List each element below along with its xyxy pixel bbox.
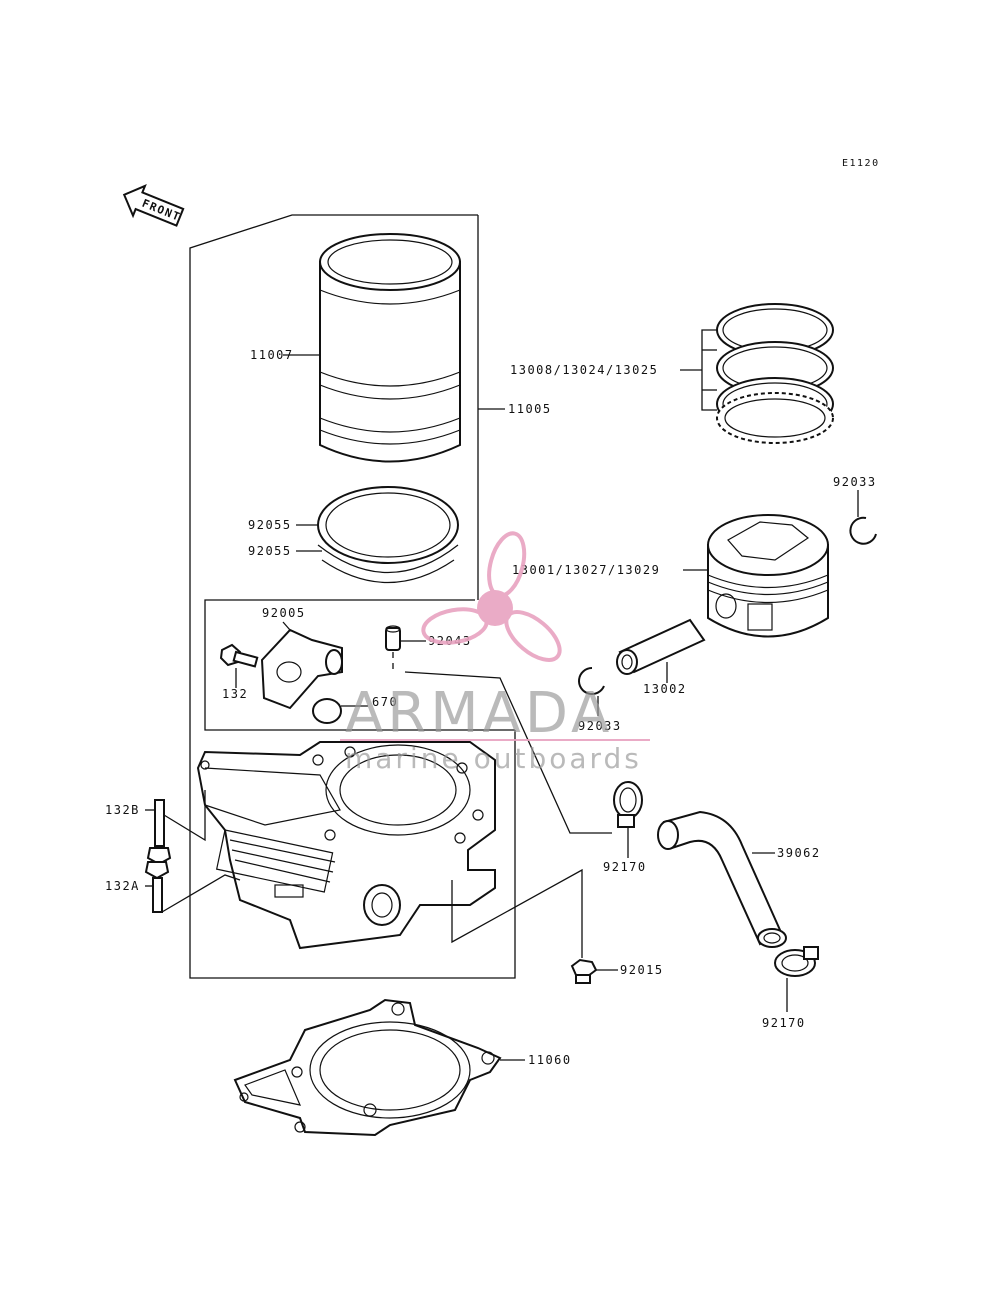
- label-92170-a: 92170: [603, 860, 647, 874]
- label-11060: 11060: [528, 1053, 572, 1067]
- piston-pin-part: [616, 618, 706, 675]
- circlip-part: [849, 516, 877, 545]
- label-92055-a: 92055: [248, 518, 292, 532]
- label-11007: 11007: [250, 348, 294, 362]
- hose-clamp-part-2: [774, 946, 819, 977]
- diagram-code: E1120: [842, 158, 880, 169]
- propeller-logo-icon: [421, 531, 562, 662]
- label-13002: 13002: [643, 682, 687, 696]
- label-11005: 11005: [508, 402, 552, 416]
- label-132a: 132A: [105, 879, 140, 893]
- watermark-tagline: marine outboards: [345, 742, 642, 775]
- piston-part: [707, 514, 829, 638]
- circlip-part-2: [578, 667, 605, 695]
- water-outlet-frame: [204, 599, 515, 731]
- label-13001: 13001/13027/13029: [512, 563, 660, 577]
- dowel-pin-part: [385, 625, 401, 651]
- front-arrow-icon: FRONT: [122, 184, 185, 227]
- label-132b: 132B: [105, 803, 140, 817]
- drain-plug-part: [570, 958, 598, 984]
- piston-ring-set-part: [716, 303, 834, 444]
- label-92015: 92015: [620, 963, 664, 977]
- armada-watermark: ARMADA marine outboards: [340, 531, 650, 775]
- o-ring-part: [317, 486, 459, 583]
- label-92005: 92005: [262, 606, 306, 620]
- label-132: 132: [222, 687, 248, 701]
- label-670: 670: [372, 695, 398, 709]
- cylinder-block-part: [196, 741, 496, 950]
- watermark-brand: ARMADA: [345, 681, 613, 746]
- water-outlet-fitting-part: [260, 628, 343, 710]
- label-92033-a: 92033: [833, 475, 877, 489]
- hose-clamp-part: [613, 781, 643, 828]
- cylinder-liner-part: [319, 233, 461, 463]
- label-39062: 39062: [777, 846, 821, 860]
- flange-bolt-132a-part: [144, 861, 170, 913]
- small-o-ring-part: [312, 698, 342, 724]
- label-92055-b: 92055: [248, 544, 292, 558]
- label-92033-b: 92033: [578, 719, 622, 733]
- water-hose-part: [657, 810, 787, 948]
- bolt-part: [219, 643, 259, 668]
- cylinder-group-frame: [189, 214, 516, 979]
- label-92170-b: 92170: [762, 1016, 806, 1030]
- cylinder-gasket-part: [233, 998, 502, 1137]
- label-13008: 13008/13024/13025: [510, 363, 658, 377]
